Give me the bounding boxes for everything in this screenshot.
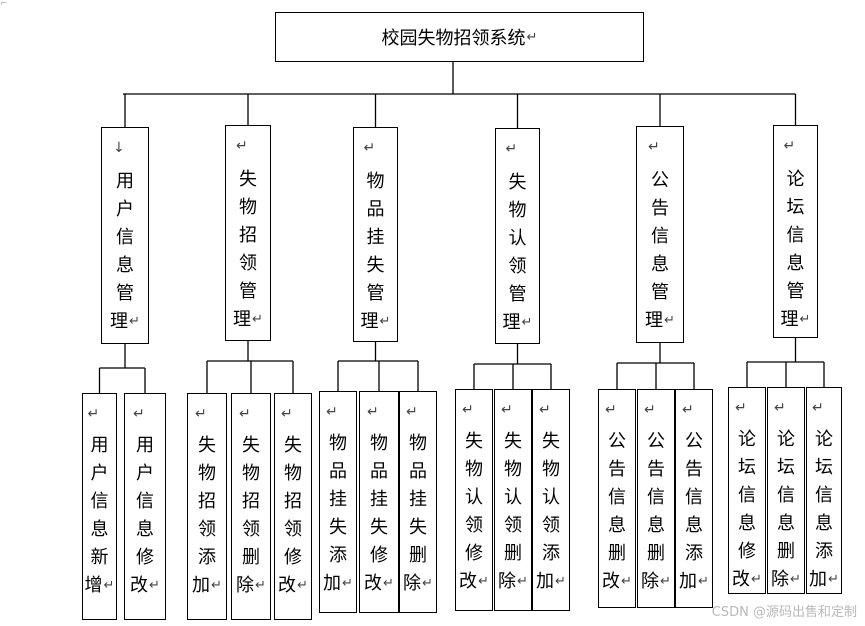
submodule-user-2: ↵用户信息修改↵ bbox=[124, 393, 166, 620]
return-mark-icon: ↵ bbox=[478, 574, 489, 589]
return-mark-icon: ↵ bbox=[255, 578, 266, 593]
return-mark-icon: ↵ bbox=[605, 402, 617, 418]
submodule-lost-3-label: 失物招领修改↵ bbox=[275, 432, 311, 600]
submodule-lost-2-label: 失物招领删除↵ bbox=[232, 432, 270, 600]
submodule-claim-3: ↵失物认领添加↵ bbox=[532, 389, 570, 611]
return-mark-icon: ↵ bbox=[297, 578, 308, 593]
module-user: ↓ 用户信息管理↵ bbox=[101, 127, 149, 344]
return-mark-icon: ↵ bbox=[664, 313, 675, 328]
submodule-forum-1-label: 论坛信息修改↵ bbox=[729, 426, 765, 594]
submodule-notice-3: ↵公告信息添加↵ bbox=[675, 389, 713, 608]
submodule-lost-1-label: 失物招领添加↵ bbox=[188, 432, 226, 600]
module-report-label: 物品挂失管理↵ bbox=[354, 168, 397, 336]
return-mark-icon: ↵ bbox=[129, 314, 140, 329]
corner-mark: ⌐ bbox=[0, 0, 8, 9]
submodule-claim-2: ↵失物认领删除↵ bbox=[494, 389, 532, 611]
submodule-lost-2: ↵失物招领删除↵ bbox=[231, 393, 271, 620]
return-mark-icon: ↵ bbox=[790, 572, 801, 587]
return-mark-icon: ↵ bbox=[521, 315, 533, 330]
return-mark-icon: ↵ bbox=[526, 29, 538, 45]
module-lost: ↵失物招领管理↵ bbox=[225, 125, 271, 341]
return-mark-icon: ↵ bbox=[735, 400, 747, 416]
module-claim-label: 失物认领管理↵ bbox=[496, 169, 539, 337]
submodule-notice-2-label: 公告信息删除↵ bbox=[638, 428, 674, 596]
return-mark-icon: ↵ bbox=[644, 402, 656, 418]
return-mark-icon: ↵ bbox=[406, 404, 418, 420]
return-mark-icon: ↵ bbox=[379, 314, 391, 329]
return-mark-icon: ↵ bbox=[648, 139, 660, 155]
submodule-forum-3-label: 论坛信息添加↵ bbox=[807, 426, 841, 594]
root-node: 校园失物招领系统↵ bbox=[275, 12, 644, 62]
return-mark-icon: ↵ bbox=[342, 576, 353, 591]
return-mark-icon: ↵ bbox=[539, 402, 551, 418]
return-mark-icon: ↵ bbox=[505, 141, 518, 157]
watermark: CSDN @源码出售和定制 bbox=[711, 605, 857, 620]
return-mark-icon: ↵ bbox=[783, 138, 796, 154]
return-mark-icon: ↵ bbox=[812, 400, 824, 416]
return-mark-icon: ↓ bbox=[113, 140, 125, 156]
return-mark-icon: ↵ bbox=[326, 404, 338, 420]
submodule-notice-3-label: 公告信息添加↵ bbox=[676, 428, 712, 596]
return-mark-icon: ↵ bbox=[682, 402, 694, 418]
return-mark-icon: ↵ bbox=[462, 402, 474, 418]
submodule-claim-3-label: 失物认领添加↵ bbox=[533, 428, 569, 596]
module-lost-label: 失物招领管理↵ bbox=[226, 166, 270, 334]
return-mark-icon: ↵ bbox=[281, 406, 293, 422]
return-mark-icon: ↵ bbox=[149, 578, 160, 593]
submodule-user-1-label: 用户信息新增↵ bbox=[83, 432, 116, 600]
module-notice-label: 公告信息管理↵ bbox=[637, 167, 683, 335]
return-mark-icon: ↵ bbox=[828, 572, 839, 587]
return-mark-icon: ↵ bbox=[698, 574, 709, 589]
return-mark-icon: ↵ bbox=[799, 312, 811, 327]
module-report: ↵物品挂失管理↵ bbox=[353, 127, 398, 342]
return-mark-icon: ↵ bbox=[195, 406, 207, 422]
return-mark-icon: ↵ bbox=[252, 312, 263, 327]
submodule-forum-1: ↵论坛信息修改↵ bbox=[728, 387, 766, 594]
submodule-forum-2: ↵论坛信息删除↵ bbox=[767, 387, 805, 594]
submodule-report-3-label: 物品挂失删除↵ bbox=[400, 430, 436, 598]
return-mark-icon: ↵ bbox=[555, 574, 566, 589]
submodule-report-3: ↵物品挂失删除↵ bbox=[399, 391, 437, 613]
submodule-report-2: ↵物品挂失修改↵ bbox=[359, 391, 399, 613]
module-forum: ↵论坛信息管理↵ bbox=[773, 125, 818, 338]
submodule-notice-1-label: 公告信息删改↵ bbox=[599, 428, 635, 596]
submodule-claim-1: ↵失物认领修改↵ bbox=[455, 389, 493, 611]
submodule-forum-2-label: 论坛信息删除↵ bbox=[768, 426, 804, 594]
return-mark-icon: ↵ bbox=[621, 574, 632, 589]
return-mark-icon: ↵ bbox=[774, 400, 786, 416]
submodule-lost-3: ↵失物招领修改↵ bbox=[274, 393, 312, 620]
submodule-claim-2-label: 失物认领删除↵ bbox=[495, 428, 531, 596]
submodule-notice-1: ↵公告信息删改↵ bbox=[598, 389, 636, 608]
module-notice: ↵公告信息管理↵ bbox=[636, 126, 684, 343]
return-mark-icon: ↵ bbox=[236, 138, 248, 154]
module-claim: ↵失物认领管理↵ bbox=[495, 128, 540, 344]
submodule-report-1-label: 物品挂失添加↵ bbox=[320, 430, 356, 598]
submodule-report-1: ↵物品挂失添加↵ bbox=[319, 391, 357, 613]
return-mark-icon: ↵ bbox=[211, 578, 222, 593]
return-mark-icon: ↵ bbox=[367, 404, 379, 420]
submodule-notice-2: ↵公告信息删除↵ bbox=[637, 389, 675, 608]
return-mark-icon: ↵ bbox=[422, 576, 433, 591]
module-user-label: 用户信息管理↵ bbox=[102, 168, 148, 336]
return-mark-icon: ↵ bbox=[751, 572, 762, 587]
submodule-forum-3: ↵论坛信息添加↵ bbox=[806, 387, 842, 594]
return-mark-icon: ↵ bbox=[517, 574, 528, 589]
return-mark-icon: ↵ bbox=[660, 574, 671, 589]
return-mark-icon: ↵ bbox=[133, 406, 145, 422]
submodule-claim-1-label: 失物认领修改↵ bbox=[456, 428, 492, 596]
module-forum-label: 论坛信息管理↵ bbox=[774, 166, 817, 334]
return-mark-icon: ↵ bbox=[103, 578, 115, 593]
return-mark-icon: ↵ bbox=[87, 406, 100, 422]
submodule-user-2-label: 用户信息修改↵ bbox=[125, 432, 165, 600]
submodule-report-2-label: 物品挂失修改↵ bbox=[360, 430, 398, 598]
submodule-user-1: ↵用户信息新增↵ bbox=[82, 393, 117, 620]
return-mark-icon: ↵ bbox=[363, 140, 376, 156]
submodule-lost-1: ↵失物招领添加↵ bbox=[187, 393, 227, 620]
return-mark-icon: ↵ bbox=[501, 402, 513, 418]
return-mark-icon: ↵ bbox=[239, 406, 251, 422]
root-label: 校园失物招领系统 bbox=[381, 28, 526, 49]
return-mark-icon: ↵ bbox=[383, 576, 394, 591]
